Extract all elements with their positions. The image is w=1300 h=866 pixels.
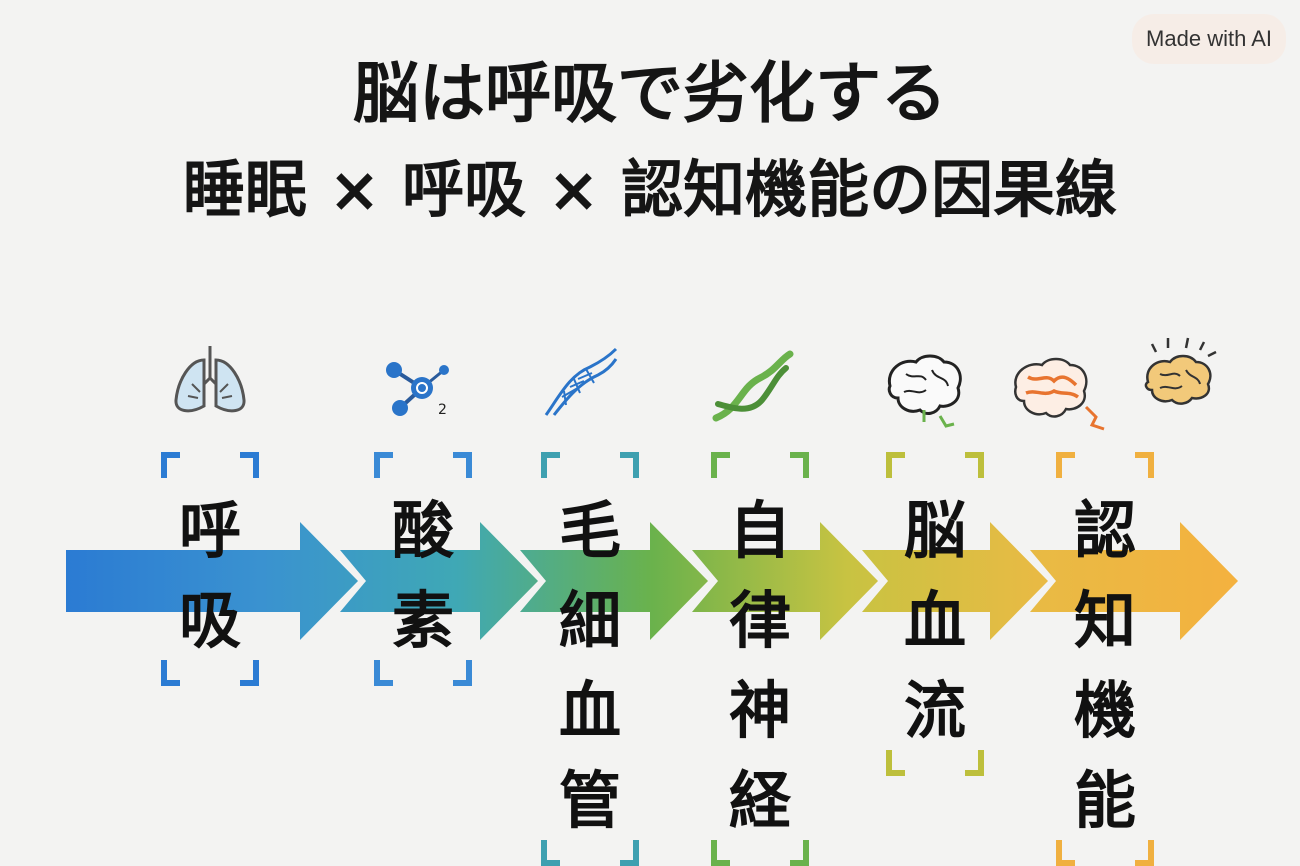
svg-text:2: 2	[438, 402, 447, 418]
brain-idea-icon	[1144, 337, 1217, 405]
stage-label: 呼吸	[178, 494, 241, 657]
page-title: 脳は呼吸で劣化する	[353, 55, 947, 132]
stage-5: 脳血流	[880, 452, 990, 776]
page-subtitle: 睡眠 × 呼吸 × 認知機能の因果線	[182, 153, 1118, 226]
made-with-ai-badge: Made with AI	[1132, 14, 1286, 64]
brain-outline-icon	[887, 354, 962, 428]
arrow-body	[66, 522, 1238, 640]
lungs-icon	[174, 346, 246, 413]
oxygen-molecule-icon: 2	[386, 362, 449, 418]
stage-label: 酸素	[391, 494, 454, 657]
stage-label: 毛細血管	[558, 494, 621, 837]
stage-3: 毛細血管	[535, 452, 645, 866]
stage-4: 自律神経	[705, 452, 815, 866]
bracket-frame	[161, 452, 259, 686]
bracket-frame	[541, 452, 639, 866]
bracket-frame	[374, 452, 472, 686]
stage-1: 呼吸	[155, 452, 265, 686]
stage-label: 認知機能	[1073, 494, 1136, 837]
nerve-strand-icon	[712, 350, 794, 422]
bracket-frame	[711, 452, 809, 866]
bracket-frame	[886, 452, 984, 776]
stage-6: 認知機能	[1050, 452, 1160, 866]
stage-label: 自律神経	[728, 494, 791, 837]
capillary-icon	[544, 347, 618, 416]
brain-orange-icon	[1014, 357, 1105, 431]
stage-label: 脳血流	[903, 494, 966, 747]
bracket-frame	[1056, 452, 1154, 866]
stage-2: 酸素	[368, 452, 478, 686]
